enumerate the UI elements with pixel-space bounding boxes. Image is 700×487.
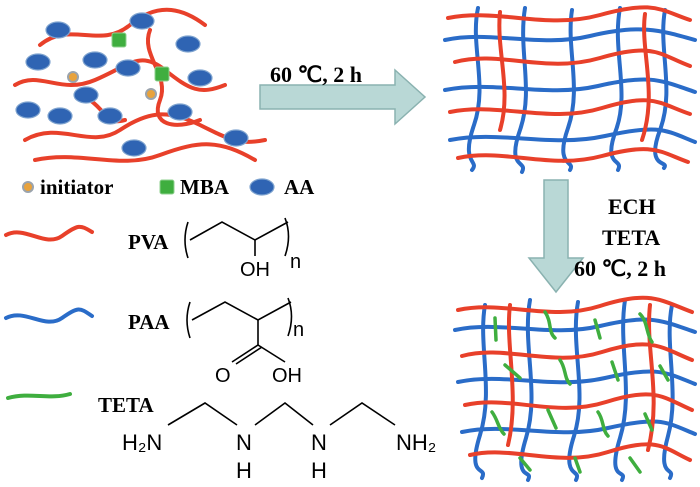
step1-condition: 60 ℃, 2 h bbox=[270, 62, 362, 87]
paa-structure bbox=[186, 297, 293, 365]
teta-h1-label: H bbox=[236, 458, 252, 483]
initiator-legend-icon bbox=[22, 181, 34, 193]
mba-legend-icon bbox=[159, 179, 175, 195]
pva-network-lines bbox=[446, 5, 692, 164]
pva-subscript-n: n bbox=[290, 251, 301, 273]
paa-o-label: O bbox=[215, 365, 231, 387]
aa-legend-icon bbox=[249, 178, 275, 196]
mba-crosslinkers bbox=[111, 32, 170, 82]
paa-chain-icon bbox=[4, 307, 94, 324]
legend-row: initiator MBA AA bbox=[22, 175, 315, 199]
teta-nh2-label: NH₂ bbox=[396, 430, 436, 455]
paa-subscript-n: n bbox=[293, 319, 304, 341]
pva-paa-network bbox=[443, 5, 697, 174]
pva-legend: PVA bbox=[4, 224, 169, 254]
pva-chain-icon bbox=[4, 224, 94, 242]
aa-monomers bbox=[15, 12, 249, 157]
pva-chain-3 bbox=[146, 28, 202, 127]
paa-oh-label: OH bbox=[272, 365, 302, 387]
pva-chain-5 bbox=[33, 142, 257, 163]
teta-legend: TETA bbox=[6, 392, 154, 417]
step2-reagent-teta: TETA bbox=[602, 225, 660, 250]
paa-network-lines bbox=[443, 6, 697, 174]
legend-teta: TETA bbox=[98, 393, 154, 417]
reaction-arrow-2 bbox=[527, 179, 585, 294]
legend-paa: PAA bbox=[128, 310, 170, 334]
teta-h2-label: H bbox=[311, 458, 327, 483]
legend-initiator: initiator bbox=[40, 175, 114, 199]
reaction-arrow-1 bbox=[259, 68, 427, 126]
step2-reagent-ech: ECH bbox=[608, 194, 656, 219]
paa-legend: PAA bbox=[4, 307, 170, 334]
teta-h2n-label: H₂N bbox=[122, 430, 162, 455]
step2-condition: 60 ℃, 2 h bbox=[574, 256, 666, 281]
teta-crosslinks bbox=[490, 310, 670, 474]
teta-chain-icon bbox=[6, 392, 72, 400]
initiator-particles bbox=[67, 71, 157, 100]
pva-oh-label: OH bbox=[240, 259, 270, 281]
teta-structure bbox=[167, 401, 396, 426]
legend-pva: PVA bbox=[128, 230, 169, 254]
legend-mba: MBA bbox=[180, 175, 230, 199]
teta-n2-label: N bbox=[311, 430, 327, 455]
legend-aa: AA bbox=[284, 175, 315, 199]
teta-n1-label: N bbox=[236, 430, 252, 455]
pva-structure bbox=[184, 217, 290, 259]
teta-crosslinked-network bbox=[453, 295, 697, 482]
